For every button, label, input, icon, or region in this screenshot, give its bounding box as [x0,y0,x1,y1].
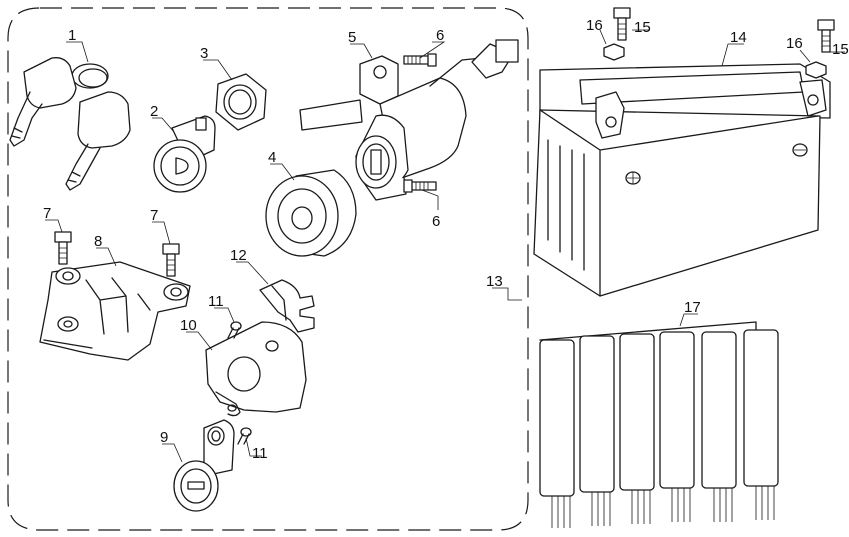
callout-7-right: 7 [150,207,158,224]
callout-7-left: 7 [43,205,51,222]
terminal-bolt-part-15-right [817,19,835,53]
callout-11-lower: 11 [252,445,268,462]
terminal-nut-part-16-left [603,43,625,61]
callout-2: 2 [150,103,158,120]
callout-6-upper: 6 [436,27,444,44]
terminal-bolt-part-15-left [613,7,631,41]
mounting-plate-part-10 [205,321,307,417]
group-boundary [7,7,529,531]
screw-part-6-lower [403,179,437,193]
screw-part-6-upper [403,53,437,67]
bolt-part-7-right [162,243,180,277]
trim-ring-part-4 [265,169,357,257]
callout-3: 3 [200,45,208,62]
screw-part-11-upper [227,321,242,339]
fork-clip-part-12 [259,279,315,333]
callout-12: 12 [230,247,247,264]
callout-16-right: 16 [786,35,803,52]
callout-4: 4 [268,149,276,166]
callout-5: 5 [348,29,356,46]
callout-1: 1 [68,27,76,44]
bracket-part-8 [39,261,191,361]
callout-9: 9 [160,429,168,446]
callout-13: 13 [486,273,503,290]
callout-8: 8 [94,233,102,250]
lock-cylinder-part-9 [173,419,235,512]
screw-part-11-lower [237,427,252,445]
lock-cylinder-part-2 [153,115,216,193]
callout-17: 17 [684,299,701,316]
key-set-part-1 [9,57,131,191]
callout-15-right: 15 [832,41,849,58]
callout-11-upper: 11 [208,293,224,310]
callout-6-lower: 6 [432,213,440,230]
battery-part-14 [533,63,831,297]
hex-nut-part-3 [215,73,267,131]
callout-10: 10 [180,317,197,334]
callout-15-left: 15 [634,19,651,36]
callout-14: 14 [730,29,747,46]
bolt-part-7-left [54,231,72,265]
leader-lines [45,29,845,463]
strip-set-part-17 [539,321,779,528]
callout-16-left: 16 [586,17,603,34]
terminal-nut-part-16-right [805,61,827,79]
